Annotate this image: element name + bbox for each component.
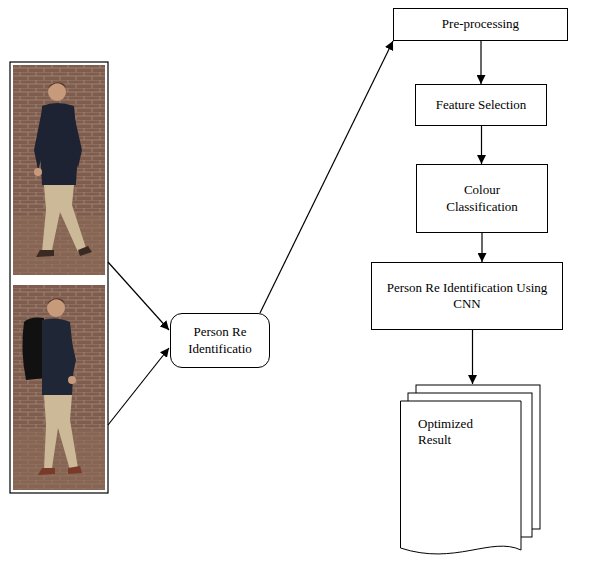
- photo-arrow: [108, 262, 169, 330]
- flow-arrow: [472, 330, 473, 384]
- node-text: Feature Selection: [436, 97, 527, 113]
- document-shape: [400, 384, 545, 566]
- flow-arrow: [481, 233, 482, 262]
- node-text: Optimized Result: [418, 416, 498, 449]
- node-text: Person Re Identification Using CNN: [385, 280, 550, 313]
- flow-arrow: [481, 126, 482, 164]
- process-box: Colour Classification: [416, 164, 548, 233]
- process-box-rounded: Person Re Identificatio: [170, 313, 270, 368]
- process-box: Pre-processing: [393, 8, 568, 41]
- node-text: Person Re Identificatio: [179, 324, 261, 357]
- process-box: Person Re Identification Using CNN: [371, 262, 563, 330]
- photo-arrow: [108, 348, 169, 425]
- node-text: Pre-processing: [442, 16, 519, 32]
- flow-arrow: [480, 41, 481, 84]
- node-text: Colour Classification: [435, 182, 530, 215]
- multi-document: Optimized Result: [400, 384, 545, 566]
- photo-strip: [10, 62, 108, 493]
- process-box: Feature Selection: [415, 84, 547, 126]
